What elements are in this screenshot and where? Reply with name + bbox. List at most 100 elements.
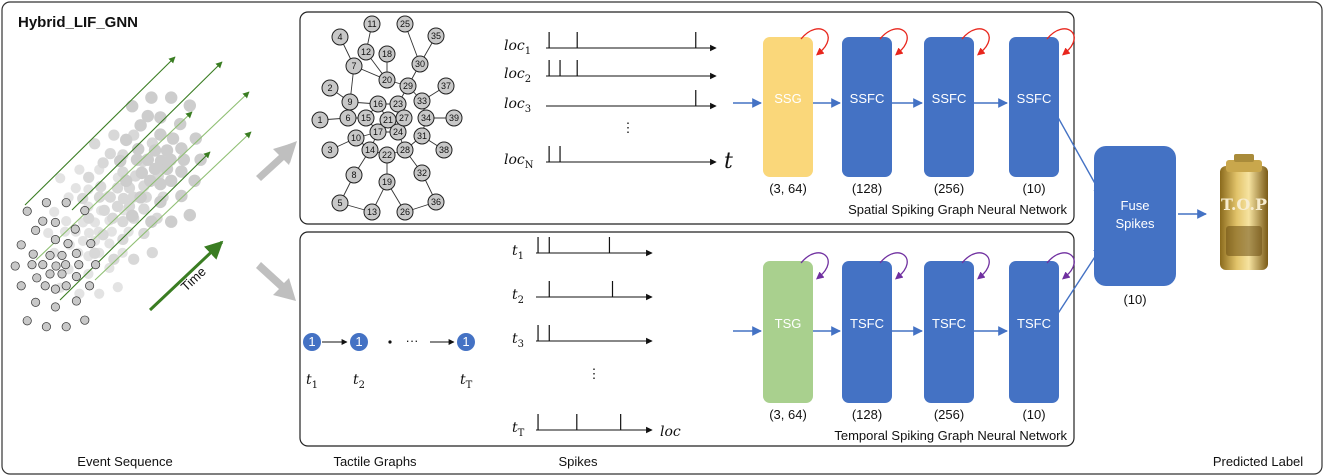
event-dot-faded (112, 282, 123, 293)
chain-node: 1 (457, 333, 475, 351)
event-dot (63, 239, 73, 249)
event-dot-faded (104, 191, 116, 203)
event-dot-faded (166, 132, 180, 145)
event-dot-faded (134, 191, 147, 204)
event-dot-faded (77, 192, 89, 205)
time-label: Time (178, 264, 209, 294)
event-dot (38, 260, 48, 270)
graph-node-label: 14 (365, 145, 375, 155)
event-dot (40, 281, 50, 291)
graph-node-label: 3 (327, 145, 332, 155)
event-dot-faded (49, 206, 60, 217)
event-dot (31, 297, 41, 307)
event-dot (31, 225, 41, 235)
graph-node-label: 10 (351, 133, 361, 143)
event-dot-faded (131, 142, 145, 156)
event-dot (50, 302, 60, 312)
graph-node-label: 15 (361, 113, 371, 123)
event-dot-faded (104, 262, 115, 274)
event-dot-faded (143, 174, 157, 188)
event-dot-faded (108, 129, 120, 141)
event-dot-faded (83, 212, 95, 224)
spatial-block-label: SSG (774, 91, 801, 106)
graph-node-label: 21 (383, 115, 393, 125)
graph-node: 35 (427, 27, 445, 45)
event-dot-faded (183, 99, 197, 112)
event-dot-faded (175, 165, 188, 178)
graph-node: 36 (427, 193, 445, 211)
event-dot-faded (130, 153, 144, 166)
graph-node: 29 (399, 77, 417, 95)
event-dot (22, 316, 32, 326)
event-dot-faded (117, 247, 128, 258)
event-dot-faded (117, 215, 129, 228)
event-dot-faded (164, 174, 178, 188)
event-dot-faded (104, 238, 115, 249)
graph-node: 37 (437, 77, 455, 95)
temporal-block-dim: (256) (934, 407, 964, 422)
chain-node: 1 (350, 333, 368, 351)
temporal-recurrent-loop (961, 252, 990, 280)
event-dot-faded (175, 142, 188, 155)
event-dot-faded (189, 132, 203, 145)
graph-node: 13 (363, 203, 381, 221)
graph-node-label: 26 (400, 207, 410, 217)
event-dot-faded (141, 109, 155, 123)
event-dot (85, 281, 95, 291)
temporal-block-label: TSFC (932, 316, 966, 331)
event-dot-faded (83, 184, 94, 195)
temporal-block: TSG(3, 64) (763, 252, 829, 422)
event-dot-faded (119, 174, 133, 188)
graph-node-label: 2 (327, 83, 332, 93)
graph-node: 6 (339, 109, 357, 127)
event-trace (24, 56, 176, 206)
event-dot-faded (97, 157, 109, 169)
graph-node-label: 35 (431, 31, 441, 41)
graph-node: 15 (357, 109, 375, 127)
temporal-block-label: TSFC (850, 316, 884, 331)
temporal-recurrent-loop (879, 252, 908, 280)
chain-node-label: 1 (462, 334, 469, 349)
big-arrow-down-shape (256, 262, 296, 301)
label-tactile-graphs: Tactile Graphs (333, 454, 417, 469)
temporal-block-label: TSFC (1017, 316, 1051, 331)
graph-node-label: 17 (373, 127, 383, 137)
event-dot-faded (188, 174, 201, 188)
graph-node-label: 19 (382, 177, 392, 187)
graph-node: 9 (341, 93, 359, 111)
graph-node: 8 (345, 166, 363, 184)
event-dot-faded (89, 247, 101, 259)
chain-node-label: 1 (308, 334, 315, 349)
event-dot-faded (164, 153, 177, 166)
temporal-blocks: TSG(3, 64)TSFC(128)TSFC(256)TSFC(10) (733, 245, 1103, 422)
spike-axis-label: loc (660, 424, 681, 440)
graph-node-label: 25 (400, 19, 410, 29)
event-dot-faded (164, 215, 178, 228)
tactile-graph: 1234567891011121314151617181920212223242… (311, 15, 463, 221)
event-dot (32, 273, 42, 283)
spatial-block-label: SSFC (1017, 91, 1052, 106)
graph-node: 25 (396, 15, 414, 33)
event-dot-faded (83, 227, 95, 239)
graph-node-label: 8 (351, 170, 356, 180)
event-dot-faded (94, 288, 105, 299)
spatial-recurrent-loop (1046, 28, 1075, 56)
event-dot-faded (128, 253, 140, 265)
spatial-recurrent-loop (879, 28, 908, 56)
spatial-block-label: SSFC (850, 91, 885, 106)
graph-node: 34 (417, 109, 435, 127)
big-arrow-up-shape (256, 142, 296, 181)
graph-node: 19 (378, 173, 396, 191)
spatial-block: SSFC(10) (1009, 28, 1075, 196)
graph-node: 4 (331, 28, 349, 46)
chain-node: 1 (303, 333, 321, 351)
event-dot-faded (154, 128, 167, 141)
event-dot (71, 296, 81, 306)
graph-node: 12 (357, 43, 375, 61)
graph-node: 11 (363, 15, 381, 33)
event-dot (45, 250, 55, 260)
spatial-panel-title: Spatial Spiking Graph Neural Network (848, 202, 1067, 217)
event-dot (61, 260, 71, 270)
